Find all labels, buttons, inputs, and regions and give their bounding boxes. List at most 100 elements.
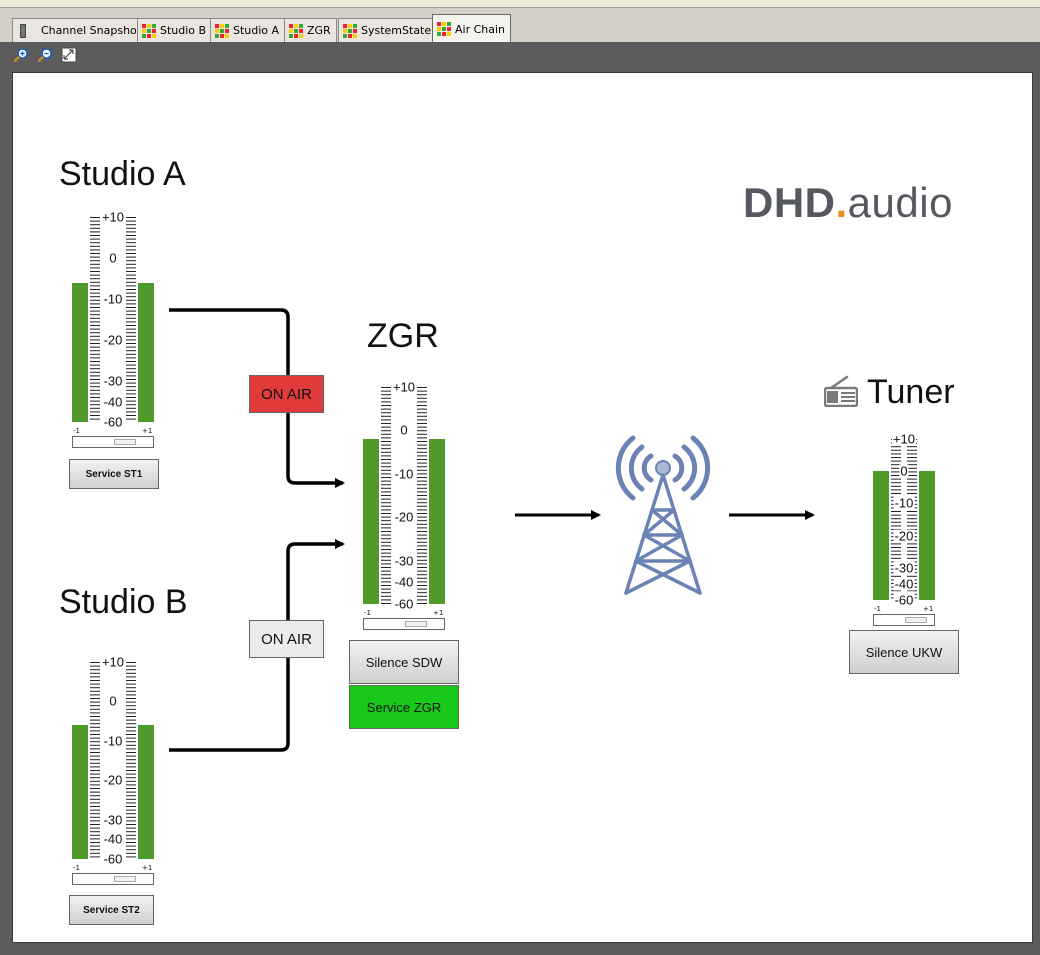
meter-scale-label: +10: [891, 431, 917, 447]
service-zgr-button[interactable]: Service ZGR: [349, 685, 459, 729]
meter-bar-right: [138, 217, 154, 422]
meter-scale-label: +10: [100, 654, 126, 670]
meter-ticks: [90, 662, 136, 859]
balance-thumb: [905, 617, 927, 623]
meter-scale-label: -40: [893, 576, 915, 592]
meter-scale-label: -30: [893, 560, 915, 576]
meter-level-right: [138, 282, 154, 422]
balance-left-label: -1: [73, 864, 80, 872]
meter-scale-label: -20: [893, 528, 915, 544]
grid-icon: [289, 23, 303, 38]
meter-ticks: [90, 217, 136, 422]
channel-snapshots-icon: [20, 23, 26, 38]
logo-dot: .: [835, 179, 848, 226]
menu-strip: [0, 0, 1040, 8]
meter-scale-label: +10: [100, 209, 126, 225]
meter-scale-label: -60: [102, 414, 124, 430]
logo-main: DHD: [743, 179, 836, 226]
silence-ukw-button[interactable]: Silence UKW: [849, 630, 959, 674]
balance-left-label: -1: [73, 427, 80, 435]
meter-scale-label: -10: [102, 733, 124, 749]
meter-ticks: [381, 387, 427, 604]
zoom-fit-icon[interactable]: [60, 46, 78, 64]
meter-level-right: [919, 471, 935, 600]
meter-scale-label: -40: [393, 574, 415, 590]
balance-indicator: [72, 436, 154, 448]
meter-bar-left: [873, 439, 889, 600]
meter-scale-label: -30: [102, 373, 124, 389]
meter-scale-label: -10: [893, 495, 915, 511]
meter-bar-left: [363, 387, 379, 604]
studio-b-title: Studio B: [59, 583, 188, 621]
tab-label: ZGR: [307, 24, 331, 37]
balance-left-label: -1: [364, 609, 371, 617]
meter-scale-label: 0: [899, 463, 909, 479]
meter-level-left: [72, 725, 88, 859]
meter-scale-label: -30: [393, 553, 415, 569]
balance-left-label: -1: [874, 605, 881, 613]
meter-scale-label: -10: [393, 466, 415, 482]
service-st2-button[interactable]: Service ST2: [69, 895, 154, 925]
tab-studio-b[interactable]: Studio B: [137, 18, 213, 42]
meter-scale-label: 0: [399, 422, 409, 438]
meter-scale-label: -40: [102, 831, 124, 847]
meter-bar-left: [72, 662, 88, 859]
meter-level-left: [363, 439, 379, 604]
meter-bar-right: [919, 439, 935, 600]
tab-label: Studio A: [233, 24, 280, 37]
view-toolbar: [12, 46, 78, 68]
zoom-in-icon[interactable]: [12, 46, 30, 64]
balance-right-label: +1: [923, 605, 934, 613]
grid-icon: [142, 23, 156, 38]
meter-level-left: [873, 471, 889, 600]
meter-scale-label: -60: [393, 596, 415, 612]
meter-level-right: [138, 725, 154, 859]
meter-scale-label: -20: [393, 509, 415, 525]
meter-scale-label: -60: [893, 592, 915, 608]
grid-icon: [215, 23, 229, 38]
meter-level-left: [72, 282, 88, 422]
meter-scale-label: -30: [102, 812, 124, 828]
tab-systemstate[interactable]: SystemState: [338, 18, 438, 42]
service-st1-button[interactable]: Service ST1: [69, 459, 159, 489]
meter-bar-right: [429, 387, 445, 604]
logo-sub: audio: [847, 179, 953, 226]
tab-label: Air Chain: [455, 22, 506, 36]
meter-scale-label: -20: [102, 772, 124, 788]
zoom-out-icon[interactable]: [36, 46, 54, 64]
balance-right-label: +1: [433, 609, 444, 617]
tab-label: Channel Snapshots: [41, 24, 147, 37]
radio-tower-icon: [615, 435, 711, 595]
balance-thumb: [114, 439, 136, 445]
tab-channel-snapshots[interactable]: Channel Snapshots: [12, 18, 153, 42]
tab-label: Studio B: [160, 24, 207, 37]
meter-scale-label: -10: [102, 291, 124, 307]
tab-bar: Channel Snapshots Studio B Studio A ZGR …: [0, 8, 1040, 43]
radio-icon: [824, 375, 858, 407]
meter-bar-right: [138, 662, 154, 859]
balance-right-label: +1: [142, 427, 153, 435]
studio-b-on-air-button[interactable]: ON AIR: [249, 620, 324, 658]
tab-zgr[interactable]: ZGR: [284, 18, 337, 42]
dhd-audio-logo: DHD.audio: [743, 179, 953, 227]
tab-studio-a[interactable]: Studio A: [210, 18, 286, 42]
meter-scale-label: +10: [391, 379, 417, 395]
studio-a-on-air-button[interactable]: ON AIR: [249, 375, 324, 413]
meter-scale-label: -40: [102, 394, 124, 409]
zgr-title: ZGR: [367, 317, 439, 355]
balance-thumb: [405, 621, 427, 627]
studio-a-title: Studio A: [59, 155, 186, 193]
meter-scale-label: 0: [108, 250, 118, 266]
meter-scale-label: -20: [102, 332, 124, 348]
silence-sdw-button[interactable]: Silence SDW: [349, 640, 459, 684]
tab-air-chain[interactable]: Air Chain: [432, 14, 512, 43]
meter-scale-label: 0: [108, 693, 118, 709]
meter-scale-label: -60: [102, 851, 124, 867]
balance-indicator: [873, 614, 935, 626]
meter-bar-left: [72, 217, 88, 422]
balance-thumb: [114, 876, 136, 882]
grid-icon: [437, 22, 451, 36]
